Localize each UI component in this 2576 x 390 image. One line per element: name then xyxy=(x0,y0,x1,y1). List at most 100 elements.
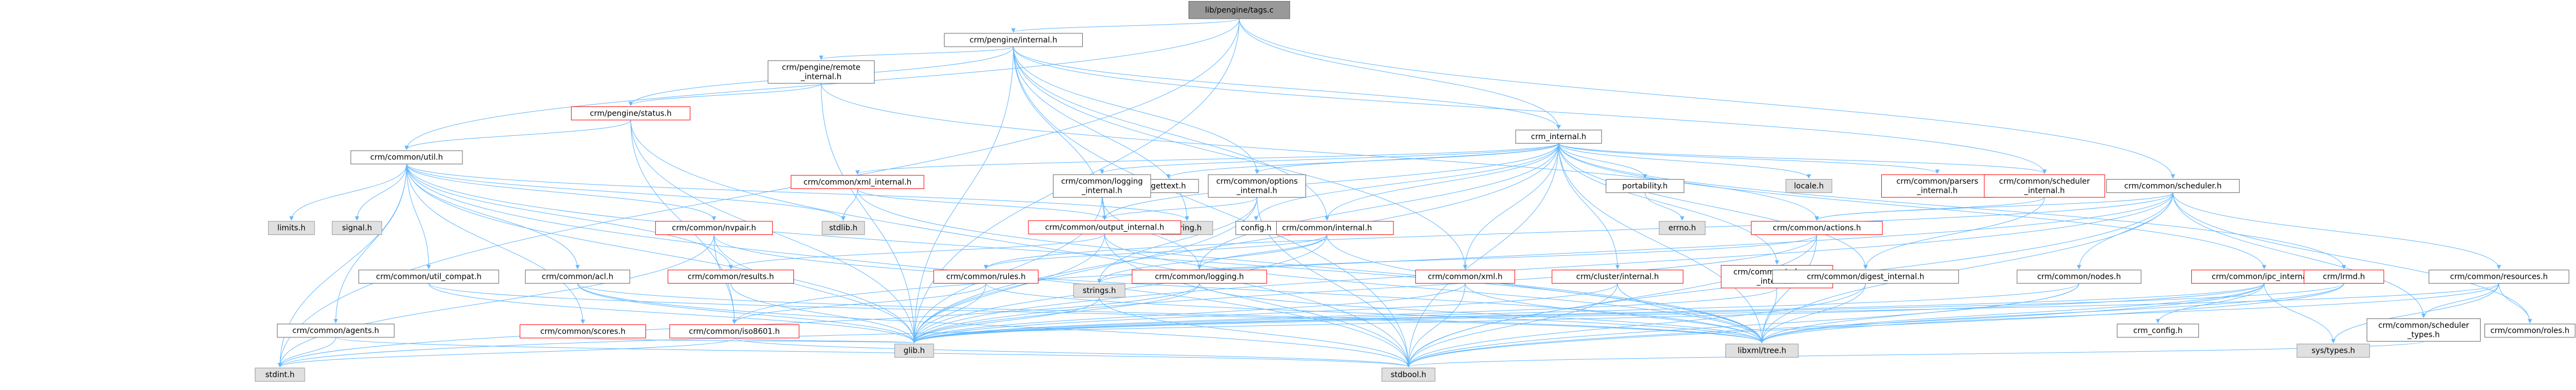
edge-xml_internal-to-libxml xyxy=(857,188,1764,343)
edge-root-to-stdint xyxy=(277,19,1240,368)
edge-common_internal-to-libxml xyxy=(1327,234,1764,343)
edge-scheduler-to-glib xyxy=(912,192,2173,343)
node-portability[interactable]: portability.h xyxy=(1606,179,1684,193)
node-digest_internal[interactable]: crm/common/digest_internal.h xyxy=(1772,269,1959,284)
node-options_internal[interactable]: crm/common/options_internal.h xyxy=(1208,174,1306,198)
node-label-util: crm/common/util.h xyxy=(370,153,443,162)
node-label-scores: crm/common/scores.h xyxy=(540,327,626,336)
edge-crm_internal-to-options_internal xyxy=(1255,143,1559,174)
node-scheduler_internal[interactable]: crm/common/scheduler_internal.h xyxy=(1984,174,2105,198)
node-crm_internal[interactable]: crm_internal.h xyxy=(1515,129,1602,144)
node-sched_types[interactable]: crm/common/scheduler_types.h xyxy=(2366,318,2481,342)
edge-common_internal-to-strings_h xyxy=(1097,234,1328,284)
edge-fmrd-to-libxml xyxy=(1760,283,2344,343)
node-resources[interactable]: crm/common/resources.h xyxy=(2429,269,2569,284)
edge-strings_h-to-stdbool xyxy=(1099,297,1411,368)
node-label-output_internal: crm/common/output_internal.h xyxy=(1045,223,1164,232)
node-results[interactable]: crm/common/results.h xyxy=(667,269,794,284)
edge-nodes-to-libxml xyxy=(1760,283,2080,343)
edge-options_internal-to-strings_h xyxy=(1097,197,1258,284)
node-xml_internal[interactable]: crm/common/xml_internal.h xyxy=(791,175,924,189)
node-rules[interactable]: crm/common/rules.h xyxy=(933,269,1039,284)
node-label-libxml: libxml/tree.h xyxy=(1738,347,1786,355)
edge-crm_internal-to-xml_internal xyxy=(855,143,1559,175)
node-label-parsers_internal-line-1: _internal.h xyxy=(1916,187,1957,196)
node-label-ipc_internal: crm/common/ipc_internal.h xyxy=(2212,273,2317,282)
node-label-common_internal: crm/common/internal.h xyxy=(1282,224,1372,233)
node-root[interactable]: lib/pengine/tags.c xyxy=(1188,1,1290,19)
node-scores[interactable]: crm/common/scores.h xyxy=(519,324,646,339)
node-fmrd[interactable]: crm/lrmd.h xyxy=(2304,269,2384,284)
edge-util-to-limits xyxy=(289,164,407,221)
node-pe_internal[interactable]: crm/pengine/internal.h xyxy=(944,33,1083,47)
node-label-remote_internal-line-1: _internal.h xyxy=(801,72,842,81)
node-nvpair[interactable]: crm/common/nvpair.h xyxy=(655,221,773,235)
node-label-pe_internal: crm/pengine/internal.h xyxy=(969,36,1057,45)
node-stdint[interactable]: stdint.h xyxy=(255,368,305,382)
edge-resources-to-glib xyxy=(912,283,2499,343)
edge-actions-to-glib xyxy=(912,234,1818,343)
node-locale[interactable]: locale.h xyxy=(1785,179,1832,193)
node-logging_internal[interactable]: crm/common/logging_internal.h xyxy=(1053,174,1151,198)
edge-util-to-stdlib xyxy=(406,164,846,221)
edge-remote_internal-to-glib xyxy=(821,83,917,343)
node-crm_config[interactable]: crm_config.h xyxy=(2117,324,2199,338)
node-strings_h[interactable]: strings.h xyxy=(1073,283,1126,298)
edge-digest_internal-to-stdbool xyxy=(1406,283,1866,368)
node-agents[interactable]: crm/common/agents.h xyxy=(277,324,395,338)
node-signal[interactable]: signal.h xyxy=(332,221,382,235)
node-roles[interactable]: crm/common/roles.h xyxy=(2484,324,2575,338)
edge-xml_internal-to-output_internal xyxy=(857,188,1107,220)
node-limits[interactable]: limits.h xyxy=(268,221,315,235)
node-util[interactable]: crm/common/util.h xyxy=(350,150,463,164)
edge-crm_internal-to-glib xyxy=(912,143,1559,343)
node-libxml[interactable]: libxml/tree.h xyxy=(1725,343,1799,358)
node-scheduler[interactable]: crm/common/scheduler.h xyxy=(2106,179,2240,193)
node-common_internal[interactable]: crm/common/internal.h xyxy=(1260,221,1394,235)
node-label-root: lib/pengine/tags.c xyxy=(1205,6,1273,15)
node-errno[interactable]: errno.h xyxy=(1659,221,1706,235)
edge-resources-to-sched_types xyxy=(2421,283,2499,318)
node-systypes[interactable]: sys/types.h xyxy=(2297,343,2370,358)
edge-output_internal-to-results xyxy=(728,233,1105,269)
node-actions[interactable]: crm/common/actions.h xyxy=(1751,221,1883,235)
edge-scheduler-to-sched_types xyxy=(2172,192,2426,318)
edge-sched_types-to-stdbool xyxy=(1406,341,2424,368)
node-remote_internal[interactable]: crm/pengine/remote_internal.h xyxy=(768,60,875,84)
node-iso8601[interactable]: crm/common/iso8601.h xyxy=(669,324,799,339)
node-label-rules: crm/common/rules.h xyxy=(946,273,1026,282)
edge-options_internal-to-output_internal xyxy=(1102,197,1258,220)
node-label-logging_internal-line-0: crm/common/logging xyxy=(1061,177,1143,186)
edge-cluster_internal-to-libxml xyxy=(1617,283,1764,343)
node-cluster_internal[interactable]: crm/cluster/internal.h xyxy=(1551,269,1683,284)
node-stdbool[interactable]: stdbool.h xyxy=(1381,368,1436,382)
node-label-limits: limits.h xyxy=(277,224,305,233)
node-label-roles: crm/common/roles.h xyxy=(2491,326,2569,335)
node-label-agents: crm/common/agents.h xyxy=(293,326,379,335)
node-pe_status[interactable]: crm/pengine/status.h xyxy=(571,106,690,121)
node-util_compat[interactable]: crm/common/util_compat.h xyxy=(358,269,499,284)
edge-nvpair-to-glib xyxy=(713,234,917,343)
edge-root-to-crm_internal xyxy=(1239,19,1561,130)
node-xml[interactable]: crm/common/xml.h xyxy=(1415,269,1515,284)
edge-acl-to-glib xyxy=(577,283,917,343)
edge-util-to-results xyxy=(406,164,733,269)
node-acl[interactable]: crm/common/acl.h xyxy=(525,269,630,284)
edge-scheduler_internal-to-digest_internal xyxy=(1863,197,2045,269)
node-logging[interactable]: crm/common/logging.h xyxy=(1132,269,1267,284)
edge-logging-to-libxml xyxy=(1199,283,1764,343)
node-config[interactable]: config.h xyxy=(1235,221,1277,235)
edge-ipc_internal-to-systypes xyxy=(2264,283,2336,343)
edge-actions-to-stdbool xyxy=(1406,234,1818,368)
edge-pe_status-to-util xyxy=(404,119,631,150)
edge-iso8601-to-stdbool xyxy=(734,337,1410,368)
dependency-edges xyxy=(277,18,2532,368)
edge-crm_internal-to-gettext xyxy=(1166,143,1559,179)
edge-digest_internal-to-libxml xyxy=(1760,283,1866,343)
node-nodes[interactable]: crm/common/nodes.h xyxy=(2017,269,2141,284)
node-output_internal[interactable]: crm/common/output_internal.h xyxy=(1028,220,1181,234)
node-glib[interactable]: glib.h xyxy=(894,343,934,358)
node-stdlib[interactable]: stdlib.h xyxy=(821,221,865,235)
node-parsers_internal[interactable]: crm/common/parsers_internal.h xyxy=(1881,174,1994,198)
